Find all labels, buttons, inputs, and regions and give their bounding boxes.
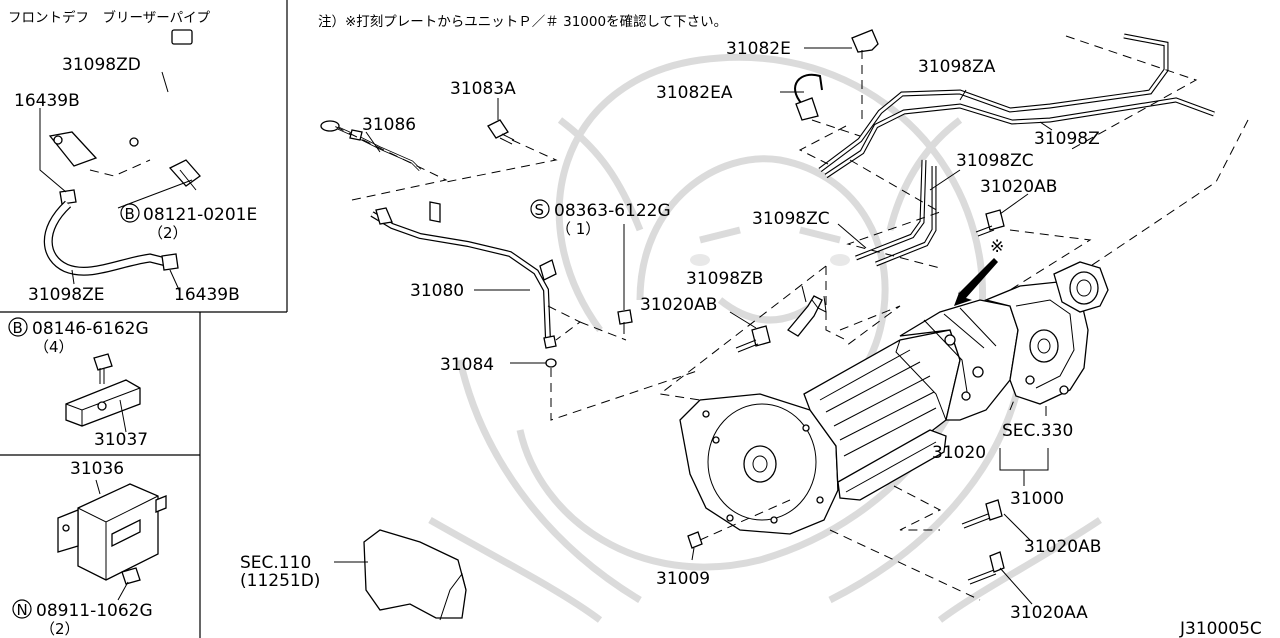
label-08911-1062g: 08911-1062G (36, 601, 153, 621)
diagram-code: J310005C (1179, 619, 1262, 638)
label-08146-qty: （4） (34, 338, 74, 356)
header-note: 注）※打刻プレートからユニットＰ／＃ 31000を確認して下さい。 (318, 13, 727, 30)
label-31082ea: 31082EA (656, 83, 733, 103)
callout-b-breather: B (125, 205, 135, 223)
label-31000: 31000 (1010, 489, 1064, 509)
label-31098zb: 31098ZB (686, 269, 763, 289)
label-08121-qty: （2） (148, 224, 188, 242)
inset-unit: 31036 N 08911-1062G （2） (12, 459, 167, 638)
inset-bracket: B 08146-6162G （4） 31037 (8, 317, 149, 450)
label-sec330: SEC.330 (1002, 421, 1073, 441)
inset-breather: フロントデフ ブリーザーパイプ 31098ZD 16439B B 08121-0… (8, 9, 257, 305)
label-31084: 31084 (440, 355, 494, 375)
label-31098zd: 31098ZD (62, 55, 141, 75)
callout-s: S (535, 201, 545, 219)
label-star: ※ (990, 237, 1004, 257)
label-31083a: 31083A (450, 79, 516, 99)
inset-breather-title: フロントデフ ブリーザーパイプ (8, 9, 211, 26)
label-31037: 31037 (94, 430, 148, 450)
label-16439b-bottom: 16439B (174, 285, 240, 305)
label-31086: 31086 (362, 115, 416, 135)
cooler-pipes: 31082E 31082EA 31098ZA 31098Z 31098ZC 31… (640, 29, 1249, 401)
label-08911-qty: （2） (40, 620, 80, 638)
label-31020ab-left: 31020AB (640, 295, 717, 315)
callout-b-bracket: B (13, 319, 23, 337)
label-31098za: 31098ZA (918, 57, 996, 77)
label-31020ab-lower: 31020AB (1024, 537, 1101, 557)
transmission-assembly: ※ SEC.330 31020 31000 31020AB 31009 3102… (656, 237, 1109, 623)
label-sec110-sub: (11251D) (240, 571, 320, 591)
label-08363-qty: （ 1） (556, 220, 600, 238)
label-sec110: SEC.110 (240, 553, 311, 573)
label-16439b-top: 16439B (14, 91, 80, 111)
inset-frames (0, 0, 288, 638)
callout-n-unit: N (17, 601, 28, 619)
label-08363-6122g: 08363-6122G (554, 201, 671, 221)
label-31009: 31009 (656, 569, 710, 589)
label-31080: 31080 (410, 281, 464, 301)
label-31036: 31036 (70, 459, 124, 479)
label-31098zc-upper: 31098ZC (956, 151, 1034, 171)
label-31098zc-lower: 31098ZC (752, 209, 830, 229)
watermark-emblem (428, 53, 1102, 623)
label-08121-0201e: 08121-0201E (143, 205, 257, 225)
label-31098ze: 31098ZE (28, 285, 104, 305)
label-31020ab-upper: 31020AB (980, 177, 1057, 197)
sec110-cover: SEC.110 (11251D) (240, 529, 467, 621)
label-08146-6162g: 08146-6162G (32, 319, 149, 339)
label-31020: 31020 (932, 443, 986, 463)
label-31082e: 31082E (726, 39, 791, 59)
label-31020aa: 31020AA (1010, 603, 1088, 623)
dipstick-group: 31086 31083A S 08363-6122G （ 1） 31080 31… (320, 79, 701, 421)
label-31098z: 31098Z (1034, 129, 1100, 149)
